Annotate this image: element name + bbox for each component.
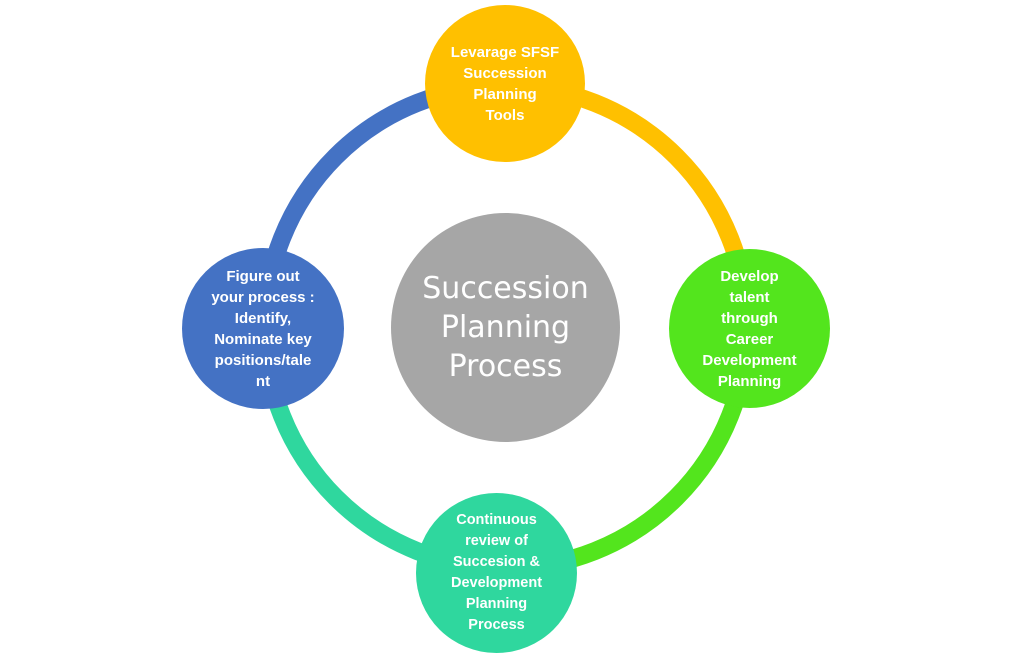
step-node-figure-out-process: Figure out your process : Identify, Nomi… [182,248,344,409]
center-title: Succession Planning Process [422,271,589,384]
center-circle: Succession Planning Process [391,213,620,442]
step-node-sfsf-tools: Levarage SFSF Succession Planning Tools [425,5,585,162]
step-label-sfsf-tools: Levarage SFSF Succession Planning Tools [450,43,560,124]
step-label-figure-out-process: Figure out your process : Identify, Nomi… [211,267,315,390]
step-node-continuous-review: Continuous review of Succesion & Develop… [416,493,577,653]
step-label-develop-talent: Develop talent through Career Developmen… [702,267,797,390]
step-node-develop-talent: Develop talent through Career Developmen… [669,249,830,408]
step-label-continuous-review: Continuous review of Succesion & Develop… [450,512,543,633]
